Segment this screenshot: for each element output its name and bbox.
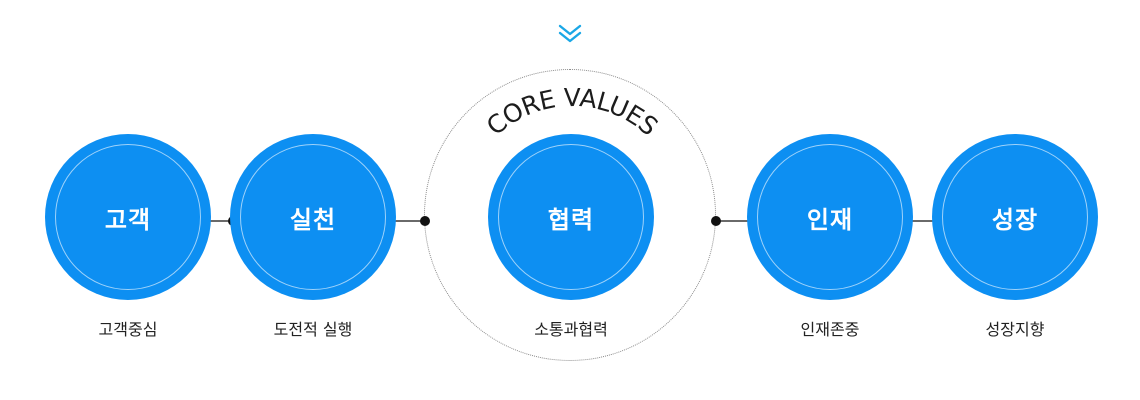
value-circle-label: 실천 [289,205,337,234]
value-circle-label: 협력 [547,205,595,234]
core-values-arc-title: CORE VALUES [481,88,664,141]
value-circle-customer: 고객 [45,134,211,300]
value-caption: 고객중심 [98,320,158,339]
value-caption: 소통과협력 [534,320,608,339]
value-circle-practice: 실천 [230,134,396,300]
double-chevron-down-icon [558,24,582,43]
value-caption: 성장지향 [985,320,1045,339]
value-circle-talent: 인재 [747,134,913,300]
value-circle-cooperation: 협력 [488,134,654,300]
value-circle-label: 고객 [104,205,152,234]
value-circle-label: 인재 [806,205,854,234]
connector-dot [420,216,430,226]
connector-dot [711,216,721,226]
value-caption: 도전적 실행 [273,320,353,339]
value-circle-label: 성장 [991,205,1039,234]
core-values-dotted-ring [424,69,716,361]
value-caption: 인재존중 [800,320,860,339]
value-circle-growth: 성장 [932,134,1098,300]
